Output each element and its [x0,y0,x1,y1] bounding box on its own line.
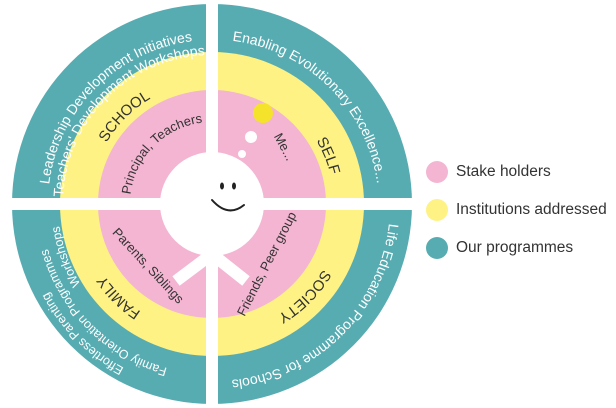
smiley-face-icon [211,182,245,212]
legend-item-programmes: Our programmes [426,229,614,267]
legend-swatch-stakeholders [426,161,448,183]
legend: Stake holders Institutions addressed Our… [426,153,614,267]
legend-item-institutions: Institutions addressed [426,191,614,229]
smiley-leg-right [208,249,250,286]
smiley-neck [206,238,218,258]
legend-swatch-programmes [426,237,448,259]
smiley-leg-left [172,249,216,286]
legend-label-stakeholders: Stake holders [456,163,551,180]
legend-label-programmes: Our programmes [456,239,574,256]
legend-swatch-institutions [426,199,448,221]
legend-item-stakeholders: Stake holders [426,153,614,191]
legend-label-institutions: Institutions addressed [456,201,607,218]
thought-bubble-icon [238,103,273,158]
